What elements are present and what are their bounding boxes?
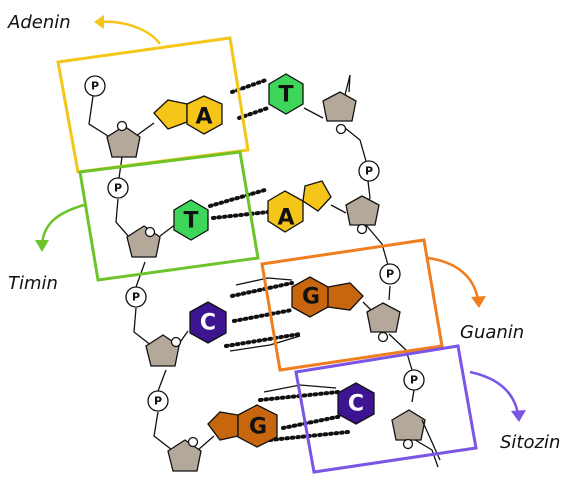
guanin-label: Guanin bbox=[460, 322, 524, 343]
phosphate-3: P bbox=[125, 286, 147, 308]
adenine-base-1: A bbox=[153, 95, 223, 135]
timin-arrow-icon bbox=[40, 203, 85, 245]
guanine-base-2: G bbox=[207, 404, 278, 448]
thymine-base-1: T bbox=[268, 73, 304, 115]
svg-text:C: C bbox=[200, 311, 216, 336]
sitozin-box bbox=[294, 344, 478, 474]
phosphate-5: P bbox=[358, 160, 380, 182]
sugar-left-3 bbox=[145, 334, 180, 367]
svg-text:P: P bbox=[365, 165, 373, 178]
timin-box bbox=[78, 150, 260, 282]
svg-text:A: A bbox=[277, 206, 294, 231]
phosphate-1: P bbox=[84, 75, 106, 97]
sugar-right-1 bbox=[322, 91, 357, 122]
sugar-right-3 bbox=[366, 302, 401, 333]
sugars bbox=[106, 74, 441, 472]
sugar-right-2 bbox=[345, 195, 380, 226]
svg-text:P: P bbox=[114, 182, 122, 195]
svg-text:T: T bbox=[278, 83, 293, 108]
callout-arrows bbox=[35, 15, 526, 422]
svg-text:P: P bbox=[132, 291, 140, 304]
thymine-base-2: T bbox=[173, 199, 209, 241]
phosphates: P P P P P P P bbox=[84, 75, 425, 412]
sugar-right-4 bbox=[391, 409, 426, 441]
timin-label: Timin bbox=[8, 273, 58, 294]
highlight-boxes bbox=[56, 36, 478, 474]
svg-text:G: G bbox=[302, 285, 320, 310]
svg-text:P: P bbox=[154, 395, 162, 408]
phosphate-4: P bbox=[147, 390, 169, 412]
svg-text:T: T bbox=[183, 209, 198, 234]
guanine-base-1: G bbox=[291, 276, 364, 318]
svg-text:P: P bbox=[410, 374, 418, 387]
adenin-label: Adenin bbox=[7, 12, 71, 33]
sugar-left-4 bbox=[167, 439, 202, 472]
svg-text:C: C bbox=[348, 392, 364, 417]
adenin-box bbox=[56, 36, 250, 174]
svg-text:G: G bbox=[249, 415, 267, 440]
cytosine-base-1: C bbox=[189, 301, 227, 344]
phosphate-6: P bbox=[379, 263, 401, 285]
left-backbone bbox=[88, 95, 215, 451]
phosphate-2: P bbox=[107, 177, 129, 199]
cytosine-base-2: C bbox=[337, 382, 375, 425]
phosphate-7: P bbox=[403, 369, 425, 391]
sitozin-label: Sitozin bbox=[500, 432, 560, 453]
sitozin-arrow-icon bbox=[469, 370, 520, 415]
sugar-left-2 bbox=[126, 225, 161, 258]
adenine-pentagon bbox=[153, 99, 188, 130]
svg-text:A: A bbox=[195, 105, 212, 130]
adenine-hexagon bbox=[186, 95, 223, 135]
guanin-arrow-icon bbox=[427, 256, 480, 301]
guanin-box bbox=[260, 238, 444, 372]
adenin-arrow-icon bbox=[99, 20, 162, 45]
adenine-base-2: A bbox=[267, 180, 332, 233]
svg-text:P: P bbox=[91, 80, 99, 93]
svg-text:P: P bbox=[386, 268, 394, 281]
